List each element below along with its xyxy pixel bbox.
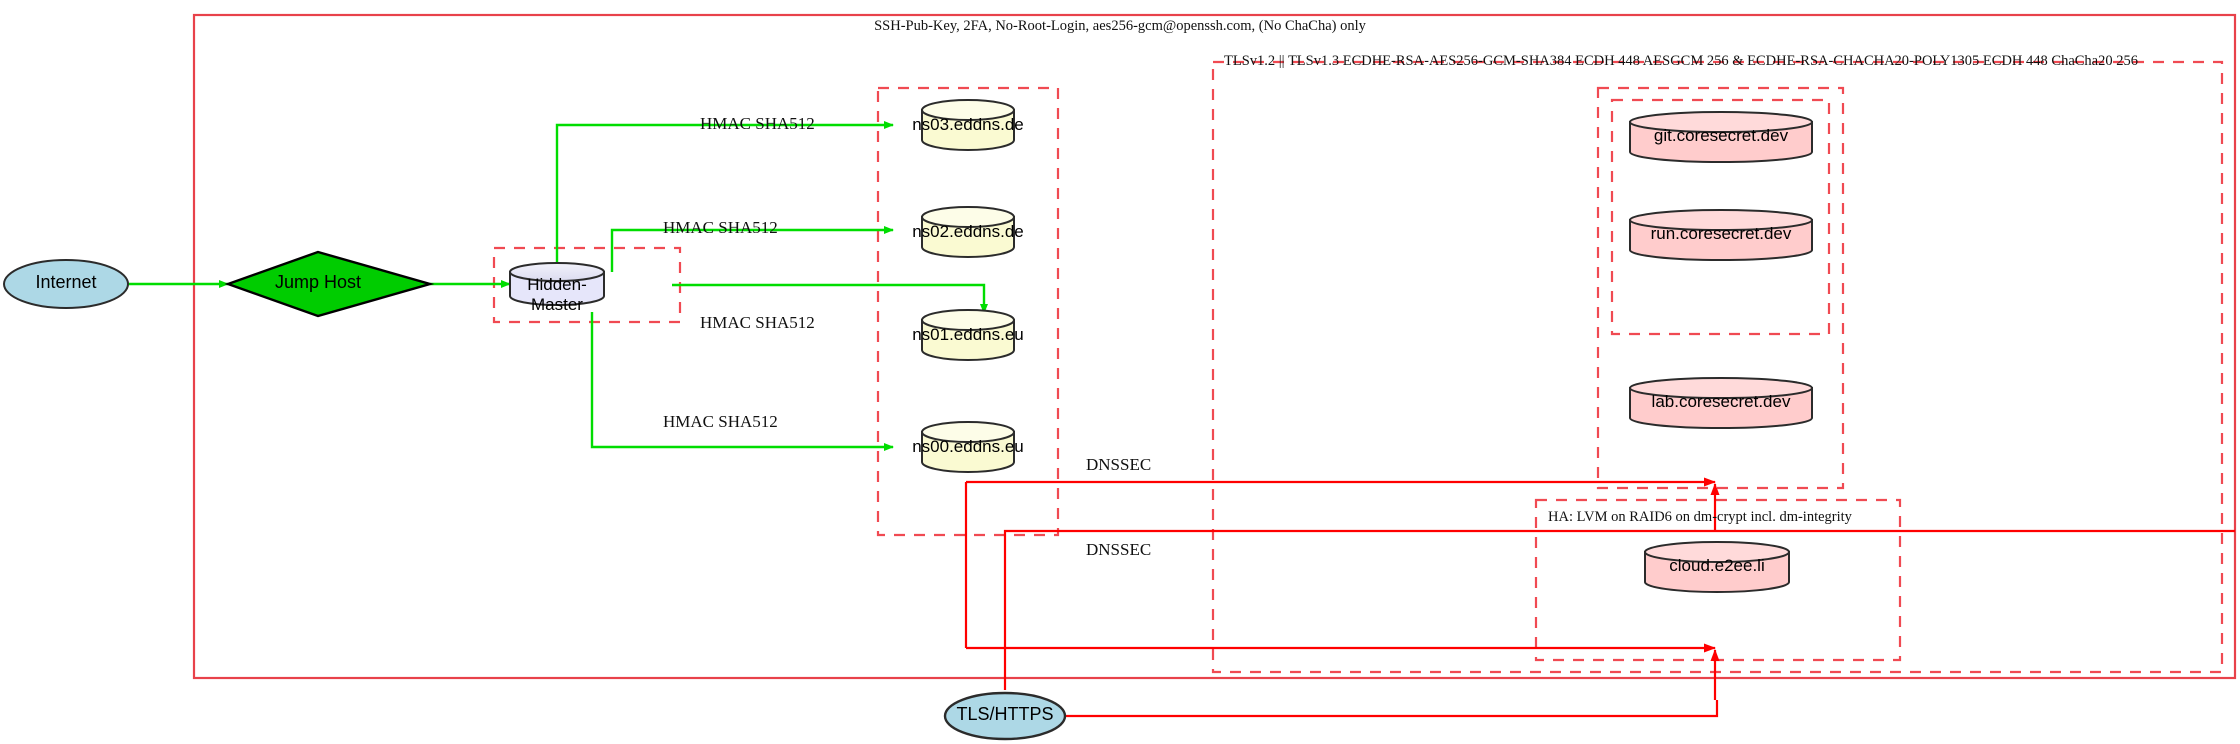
edge-label-hmac-ns02: HMAC SHA512	[663, 218, 778, 237]
edge-tlshttps-right	[1052, 700, 1719, 718]
node-tls-https-label: TLS/HTTPS	[956, 704, 1054, 724]
node-lab-coresecret-label: lab.coresecret.dev	[1651, 392, 1791, 411]
dns-zone	[876, 86, 1060, 537]
node-cloud-e2ee-label: cloud.e2ee.li	[1669, 556, 1765, 575]
node-internet-label: Internet	[35, 272, 97, 292]
edge-hm-to-ns00	[590, 312, 894, 451]
ha-policy-label: HA: LVM on RAID6 on dm-crypt incl. dm-in…	[1548, 509, 1852, 525]
edge-label-hmac-ns00: HMAC SHA512	[663, 412, 778, 431]
tls-zone	[1211, 60, 2224, 674]
node-ns03-shape[interactable]	[921, 99, 1015, 151]
node-run-coresecret-shape[interactable]	[1629, 209, 1813, 261]
node-cloud-e2ee-shape[interactable]	[1644, 541, 1790, 593]
node-hidden-master-label: Hidden-Master	[527, 275, 587, 314]
node-jumphost-shape[interactable]	[224, 250, 435, 318]
coresecret-outer-zone	[1596, 86, 1845, 490]
node-ns00-shape[interactable]	[921, 421, 1015, 473]
edge-hm-to-ns03	[555, 121, 894, 272]
node-git-coresecret-label: git.coresecret.dev	[1653, 126, 1789, 145]
node-ns01-label: ns01.eddns.eu	[912, 325, 1024, 344]
edge-label-dnssec-upper: DNSSEC	[1086, 455, 1152, 474]
edge-hm-to-ns01	[672, 283, 988, 314]
node-jumphost-label: Jump Host	[274, 272, 362, 292]
edge-label-dnssec-lower: DNSSEC	[1086, 540, 1152, 559]
edge-label-hmac-ns03: HMAC SHA512	[700, 114, 815, 133]
coresecret-inner-zone	[1610, 98, 1831, 336]
node-run-coresecret-label: run.coresecret.dev	[1650, 224, 1792, 243]
edge-tlshttps-riser	[1003, 529, 2235, 690]
edge-label-hmac-ns01: HMAC SHA512	[700, 313, 815, 332]
edge-hm-to-ns02	[610, 226, 894, 272]
node-ns02-label: ns02.eddns.de	[912, 222, 1024, 241]
node-hidden-master-shape[interactable]	[509, 262, 605, 306]
tls-policy-label: TLSv1.2 || TLSv1.3 ECDHE-RSA-AES256-GCM-…	[1224, 53, 2138, 69]
node-internet-shape[interactable]	[3, 259, 129, 309]
node-ns03-label: ns03.eddns.de	[912, 115, 1024, 134]
node-ns02-shape[interactable]	[921, 206, 1015, 258]
node-lab-coresecret-shape[interactable]	[1629, 377, 1813, 429]
node-ns01-shape[interactable]	[921, 309, 1015, 361]
node-ns00-label: ns00.eddns.eu	[912, 437, 1024, 456]
outer-boundary-box	[192, 13, 2237, 680]
ssh-policy-label: SSH-Pub-Key, 2FA, No-Root-Login, aes256-…	[874, 18, 1366, 34]
node-tls-https-shape[interactable]	[943, 691, 1067, 741]
node-git-coresecret-shape[interactable]	[1629, 111, 1813, 163]
